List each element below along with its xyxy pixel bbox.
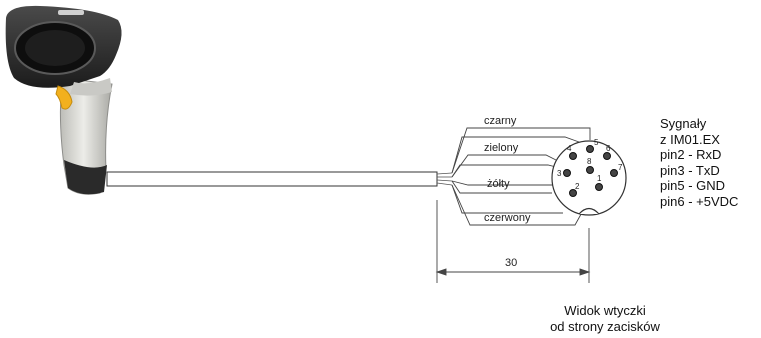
pin-7 bbox=[610, 169, 618, 177]
pin-number-8: 8 bbox=[587, 157, 592, 166]
wire-zielony bbox=[451, 154, 557, 178]
wire-zolty bbox=[451, 180, 560, 186]
cable-end-conductors bbox=[436, 172, 453, 186]
pin-6 bbox=[603, 152, 611, 160]
wire-label-czerwony: czerwony bbox=[484, 212, 531, 224]
dimension-label: 30 bbox=[505, 257, 517, 269]
dimension-30 bbox=[435, 200, 591, 283]
signals-source: z IM01.EX bbox=[660, 131, 720, 147]
pin-number-2: 2 bbox=[575, 182, 580, 191]
pin-number-5: 5 bbox=[594, 138, 599, 147]
caption-line-2: od strony zacisków bbox=[550, 319, 660, 334]
connector-caption: Widok wtyczki od strony zacisków bbox=[520, 303, 690, 335]
signal-pin3: pin3 - TxD bbox=[660, 162, 720, 178]
pin-4 bbox=[569, 152, 577, 160]
pin-1 bbox=[595, 183, 603, 191]
wire-label-zolty: żółty bbox=[487, 178, 510, 190]
pin-number-6: 6 bbox=[606, 144, 611, 153]
pin-2 bbox=[569, 189, 577, 197]
pin-number-4: 4 bbox=[567, 144, 572, 153]
signal-pin5: pin5 - GND bbox=[660, 178, 726, 193]
signals-title: Sygnały bbox=[660, 116, 707, 131]
wire-czerwony bbox=[451, 184, 586, 226]
signal-pin2: pin2 - RxD bbox=[660, 147, 722, 162]
pin-number-3: 3 bbox=[557, 169, 562, 178]
pin-number-7: 7 bbox=[618, 163, 623, 172]
pin-5 bbox=[586, 145, 594, 153]
pin-8 bbox=[586, 166, 594, 174]
caption-line-1: Widok wtyczki bbox=[564, 303, 646, 318]
pin-3 bbox=[563, 169, 571, 177]
wire-czarny bbox=[451, 127, 591, 174]
signal-pin6: pin6 - +5VDC bbox=[660, 193, 739, 209]
signals-legend: Sygnały z IM01.EX pin2 - RxD pin3 - TxD … bbox=[660, 116, 738, 209]
barcode-scanner-image bbox=[5, 5, 122, 195]
wire-label-zielony: zielony bbox=[484, 142, 519, 154]
wire-label-czarny: czarny bbox=[484, 115, 517, 127]
cable bbox=[106, 171, 438, 187]
pin-number-1: 1 bbox=[597, 174, 602, 183]
din-connector-face bbox=[551, 140, 627, 216]
